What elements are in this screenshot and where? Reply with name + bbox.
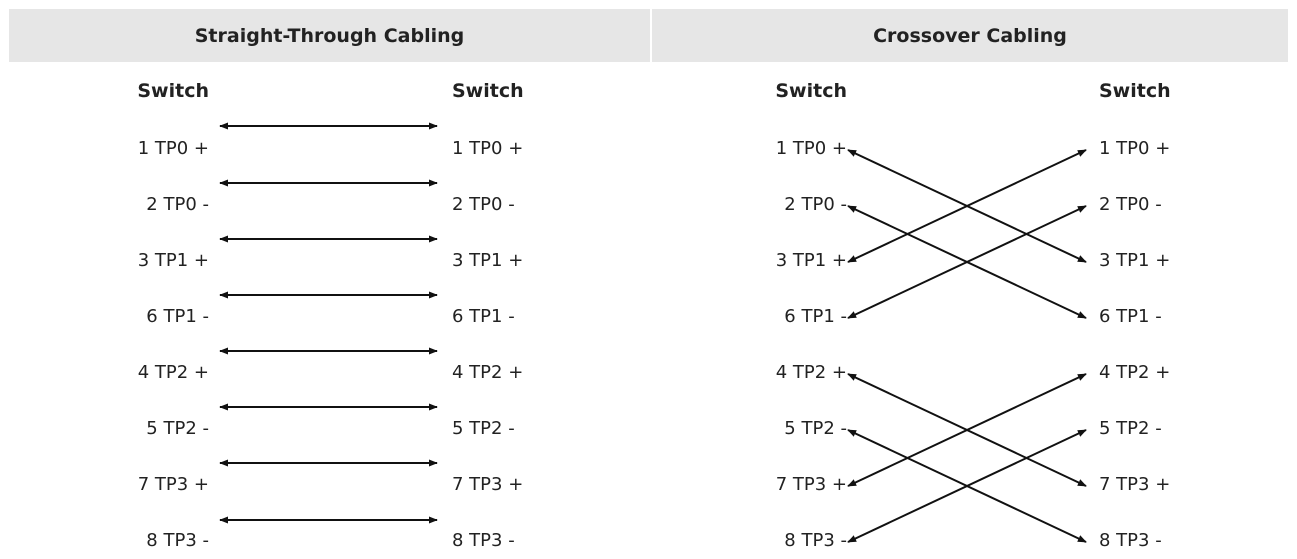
straight-right-switch-label: Switch	[452, 80, 524, 102]
crossover-title: Crossover Cabling	[873, 24, 1067, 47]
crossover-right-pin-label: 6 TP1 -	[1099, 306, 1162, 327]
crossover-left-pin-label: 3 TP1 +	[775, 250, 847, 271]
crossover-left-pin-label: 6 TP1 -	[784, 306, 847, 327]
crossover-right-pin-label: 8 TP3 -	[1099, 530, 1162, 551]
straight-left-pin-label: 7 TP3 +	[137, 474, 209, 495]
straight-through-title: Straight-Through Cabling	[194, 24, 465, 47]
straight-left-switch-label: Switch	[137, 80, 209, 102]
crossover-right-pin-label: 4 TP2 +	[1099, 362, 1171, 383]
crossover-left-pin-label: 1 TP0 +	[775, 138, 847, 159]
straight-left-pin-label: 6 TP1 -	[146, 306, 209, 327]
crossover-left-pin-label: 5 TP2 -	[784, 418, 847, 439]
crossover-right-pin-label: 5 TP2 -	[1099, 418, 1162, 439]
straight-right-pin-label: 7 TP3 +	[452, 474, 524, 495]
crossover-left-pin-label: 7 TP3 +	[775, 474, 847, 495]
crossover-left-pin-label: 2 TP0 -	[784, 194, 847, 215]
crossover-right-switch-label: Switch	[1099, 80, 1171, 102]
crossover-wire-arrow	[847, 429, 1087, 543]
crossover-left-pin-label: 4 TP2 +	[775, 362, 847, 383]
straight-left-pin-label: 3 TP1 +	[137, 250, 209, 271]
straight-right-pin-label: 1 TP0 +	[452, 138, 524, 159]
crossover-right-pin-label: 2 TP0 -	[1099, 194, 1162, 215]
crossover-header: Crossover Cabling	[652, 9, 1288, 62]
straight-through-header: Straight-Through Cabling	[9, 9, 650, 62]
crossover-left-pin-label: 8 TP3 -	[784, 530, 847, 551]
straight-right-pin-label: 4 TP2 +	[452, 362, 524, 383]
straight-left-pin-label: 8 TP3 -	[146, 530, 209, 551]
straight-left-pin-label: 1 TP0 +	[137, 138, 209, 159]
crossover-right-pin-label: 3 TP1 +	[1099, 250, 1171, 271]
crossover-left-switch-label: Switch	[775, 80, 847, 102]
straight-left-pin-label: 2 TP0 -	[146, 194, 209, 215]
straight-right-pin-label: 5 TP2 -	[452, 418, 515, 439]
straight-right-pin-label: 8 TP3 -	[452, 530, 515, 551]
crossover-wire-arrow	[847, 205, 1087, 319]
straight-right-pin-label: 3 TP1 +	[452, 250, 524, 271]
straight-right-pin-label: 2 TP0 -	[452, 194, 515, 215]
crossover-right-pin-label: 7 TP3 +	[1099, 474, 1171, 495]
crossover-right-pin-label: 1 TP0 +	[1099, 138, 1171, 159]
straight-left-pin-label: 5 TP2 -	[146, 418, 209, 439]
straight-right-pin-label: 6 TP1 -	[452, 306, 515, 327]
straight-left-pin-label: 4 TP2 +	[137, 362, 209, 383]
